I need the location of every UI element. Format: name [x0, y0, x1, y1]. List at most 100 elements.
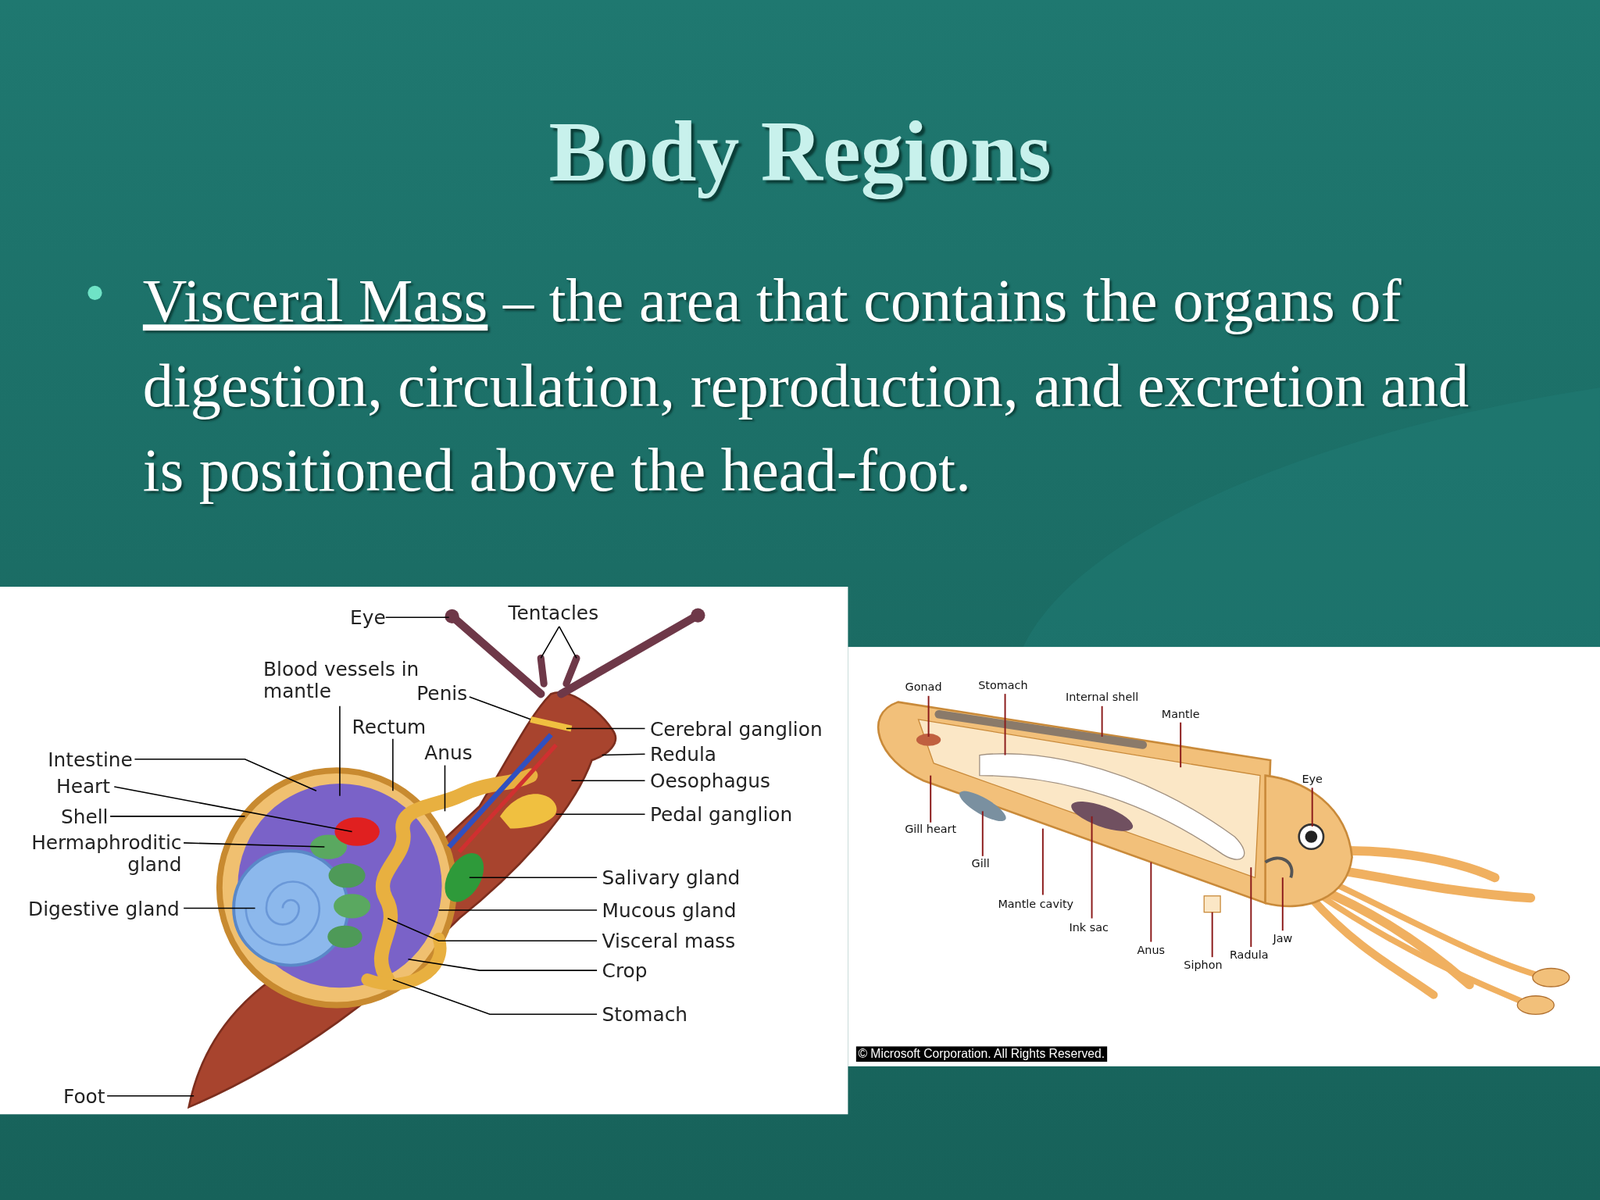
part-label: Gonad: [905, 680, 943, 694]
internal-shell: [939, 714, 1143, 745]
leader-line: [602, 753, 646, 755]
part-label: Radula: [1229, 948, 1269, 962]
leader-line: [556, 814, 646, 816]
squid-eye: [1299, 824, 1324, 849]
leader-line: [407, 959, 597, 971]
part-label: Oesophagus: [650, 769, 771, 793]
leader-line: [107, 1095, 194, 1097]
leader-line: [1091, 816, 1093, 919]
leader-line: [1042, 828, 1044, 896]
leader-line: [134, 759, 316, 791]
tentacle-club: [1517, 996, 1554, 1015]
tentacle: [566, 657, 577, 684]
part-label: Heart: [56, 774, 111, 797]
leader-line: [444, 765, 447, 812]
part-label: Anus: [424, 740, 472, 764]
part-label: Jaw: [1272, 932, 1293, 946]
leader-line: [571, 779, 645, 782]
squid-pupil: [1305, 830, 1318, 843]
part-label: Ink sac: [1068, 921, 1108, 935]
tentacle-club: [1532, 968, 1570, 988]
leader-line: [469, 696, 531, 720]
leader-line: [1101, 706, 1104, 737]
part-label: © Microsoft Corporation. All Rights Rese…: [856, 1046, 1108, 1062]
eye-knob: [444, 609, 459, 624]
heart: [334, 817, 379, 847]
leader-line: [392, 979, 597, 1015]
gland-lobe: [327, 925, 362, 949]
leader-line: [1211, 912, 1214, 958]
squid-leaders: [928, 693, 1313, 958]
part-label: Hermaphroditic gland: [7, 830, 182, 875]
part-label: Eye: [1301, 772, 1322, 786]
leader-line: [566, 728, 646, 730]
snail-illustration: [189, 607, 706, 1108]
part-label: Tentacles: [507, 600, 599, 624]
leader-line: [1179, 722, 1182, 768]
part-label: Foot: [63, 1084, 105, 1108]
slide-title: Body Regions: [0, 102, 1600, 202]
part-label: Salivary gland: [602, 866, 741, 890]
squid-arm: [1310, 897, 1434, 995]
leader-line: [469, 876, 597, 879]
digestive-tube: [979, 753, 1245, 860]
part-label: Gill: [971, 856, 990, 870]
part-label: Eye: [350, 606, 386, 629]
bullet-dot: [87, 285, 102, 300]
part-label: Redula: [650, 742, 717, 766]
leader-line: [928, 696, 930, 737]
leader-line: [982, 810, 984, 856]
leader-line: [392, 739, 394, 792]
cerebral-ganglion: [530, 719, 572, 729]
part-label: Blood vessels in mantle: [263, 657, 427, 702]
tentacle: [540, 657, 544, 684]
snail-body: [189, 692, 616, 1108]
squid-jaw: [1265, 857, 1293, 878]
siphon: [1203, 896, 1221, 913]
leader-line: [1311, 787, 1314, 827]
leader-line: [540, 626, 577, 658]
blood-vessel: [459, 744, 557, 852]
leader-line: [1150, 862, 1152, 943]
squid-tentacle: [1316, 892, 1531, 1006]
gland-lobe: [328, 863, 366, 888]
part-label: Stomach: [978, 678, 1028, 693]
squid-mantle: [878, 702, 1271, 904]
leader-line: [387, 918, 597, 942]
gland-spiral: [246, 881, 320, 945]
leader-line: [114, 786, 352, 832]
squid-illustration: [878, 702, 1570, 1015]
tentacle: [560, 615, 698, 695]
part-label: Mantle: [1161, 707, 1200, 722]
gland-lobe: [333, 893, 371, 918]
leader-line: [110, 815, 245, 818]
part-label: Intestine: [47, 747, 133, 771]
leader-line: [439, 909, 597, 911]
part-label: Mucous gland: [602, 899, 737, 922]
leader-line: [1282, 877, 1284, 931]
part-label: Anus: [1137, 943, 1166, 958]
leader-line: [385, 616, 450, 618]
part-label: Digestive gland: [28, 896, 180, 920]
crop: [367, 939, 440, 985]
part-label: Mantle cavity: [997, 897, 1074, 911]
part-label: Visceral mass: [602, 929, 736, 953]
leader-line: [339, 706, 341, 797]
leader-line: [1250, 867, 1252, 947]
part-label: Shell: [60, 805, 109, 829]
part-label: Internal shell: [1065, 690, 1139, 704]
leader-line: [1004, 693, 1007, 755]
part-label: Stomach: [602, 1003, 688, 1026]
term: Visceral Mass: [142, 267, 488, 335]
leader-line: [183, 842, 325, 847]
snail-leaders: [107, 617, 645, 1097]
part-label: Cerebral ganglion: [650, 717, 823, 740]
background-swoosh: [1020, 387, 1600, 654]
bullet-text: Visceral Mass– the area that contains th…: [142, 259, 1511, 514]
leader-line: [929, 775, 932, 823]
ink-sac: [1067, 795, 1136, 837]
squid-panel: [847, 646, 1600, 1067]
part-label: Siphon: [1183, 958, 1222, 972]
part-label: Penis: [416, 681, 468, 704]
eye-knob: [690, 607, 705, 622]
